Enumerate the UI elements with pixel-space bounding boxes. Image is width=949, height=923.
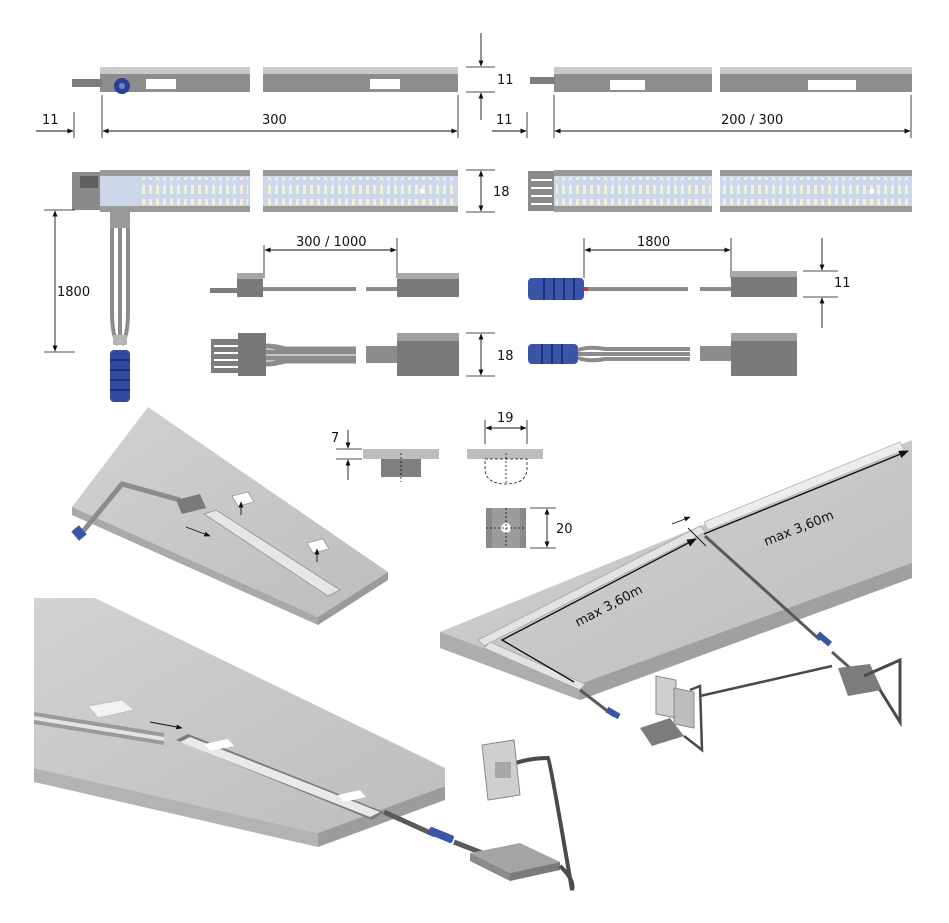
dim-label: 11 bbox=[42, 113, 59, 128]
dim-label: 200 / 300 bbox=[721, 113, 783, 128]
dim-label: 11 bbox=[497, 73, 514, 88]
cable-connector-top-left bbox=[211, 333, 459, 376]
clip-detail-top: 20 bbox=[486, 507, 573, 549]
led-strip-top-view-left bbox=[72, 170, 458, 402]
blue-plug bbox=[528, 278, 584, 300]
cable-connector-side-left: 300 / 1000 bbox=[210, 235, 459, 297]
dim-label: 18 bbox=[497, 349, 514, 364]
dim-label: 7 bbox=[331, 431, 339, 446]
blue-plug bbox=[110, 350, 130, 402]
length-path-b bbox=[703, 450, 909, 535]
dimension-end-offset-right: 11 bbox=[492, 95, 555, 138]
dim-label: 19 bbox=[497, 411, 514, 426]
installation-view-max-length: max 3,60m max 3,60m bbox=[440, 440, 912, 753]
dim-label: 11 bbox=[496, 113, 513, 128]
dim-label: 1800 bbox=[57, 285, 90, 300]
cable-connector-top-right bbox=[528, 333, 797, 376]
dim-label: 20 bbox=[556, 522, 573, 537]
cable-connector-side-right: 1800 bbox=[528, 235, 797, 300]
dimension-length-right: 200 / 300 bbox=[554, 95, 912, 138]
dimension-end-offset-left: 11 bbox=[36, 95, 103, 138]
dim-label: 300 bbox=[262, 113, 287, 128]
profile-side-view-left bbox=[72, 67, 458, 94]
length-path-a bbox=[500, 538, 697, 683]
clip-detail-side: 7 bbox=[331, 430, 439, 482]
installation-view-mounting bbox=[71, 407, 388, 625]
dim-label: 300 / 1000 bbox=[296, 235, 367, 250]
dim-label: 18 bbox=[493, 185, 510, 200]
led-strip-top-view-right bbox=[528, 170, 912, 212]
clip-detail-front: 19 bbox=[467, 411, 543, 485]
dimension-strip-width: 18 bbox=[466, 169, 510, 213]
installation-view-connected bbox=[34, 598, 575, 891]
dimension-length-left: 300 bbox=[102, 95, 459, 138]
profile-side-view-right bbox=[530, 67, 912, 92]
dim-label: 1800 bbox=[637, 235, 670, 250]
dimension-connector-width: 18 bbox=[466, 332, 514, 377]
dimension-connector-height: 11 bbox=[803, 238, 851, 328]
dimension-top-height-left: 11 bbox=[466, 33, 514, 120]
dim-label: 11 bbox=[834, 276, 851, 291]
dimension-cable-length-left: 1800 bbox=[44, 209, 90, 353]
